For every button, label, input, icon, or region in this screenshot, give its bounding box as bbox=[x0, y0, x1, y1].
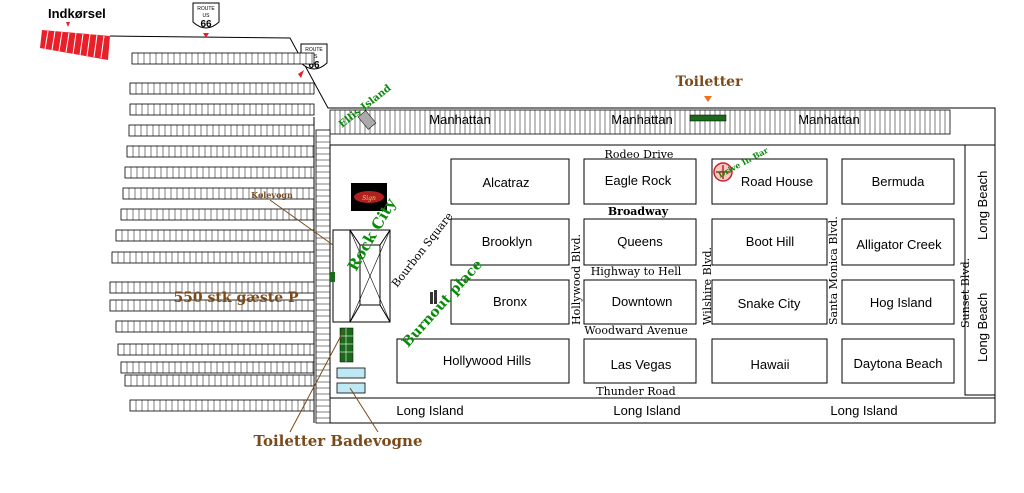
block-las-vegas-shape bbox=[583, 338, 697, 384]
street-broadway: Broadway bbox=[608, 205, 669, 218]
entrance-label: Indkørsel bbox=[48, 6, 106, 21]
street-long-island-3: Long Island bbox=[830, 403, 897, 418]
camp-blocks bbox=[396, 158, 955, 384]
block-las-vegas: Las Vegas bbox=[611, 357, 672, 372]
parking-row-14 bbox=[117, 343, 315, 356]
block-brooklyn-shape bbox=[450, 218, 570, 266]
street-long-beach-2: Long Beach bbox=[975, 293, 990, 362]
block-alcatraz: Alcatraz bbox=[483, 175, 530, 190]
parking-row-6 bbox=[124, 166, 315, 179]
svg-text:66: 66 bbox=[200, 19, 212, 30]
parking-row-9 bbox=[115, 229, 315, 242]
block-hollywood-hills: Hollywood Hills bbox=[443, 353, 532, 368]
street-thunder-road: Thunder Road bbox=[596, 385, 675, 398]
block-alligator-creek-shape bbox=[841, 218, 955, 266]
block-hollywood-hills-shape bbox=[396, 338, 570, 384]
svg-text:ROUTE: ROUTE bbox=[197, 6, 215, 12]
kolevogn-label: Kølevogn bbox=[251, 190, 293, 200]
block-hog-island: Hog Island bbox=[870, 295, 932, 310]
street-manhattan-3: Manhattan bbox=[798, 112, 859, 127]
block-daytona-beach: Daytona Beach bbox=[854, 356, 943, 371]
guest-parking-area bbox=[109, 52, 315, 412]
block-downtown-shape bbox=[583, 279, 697, 325]
toilets-showers-pointers bbox=[289, 329, 379, 433]
block-hawaii-shape bbox=[711, 338, 828, 384]
street-rodeo-drive: Rodeo Drive bbox=[605, 148, 674, 161]
street-woodward-avenue: Woodward Avenue bbox=[584, 324, 688, 337]
parking-row-4 bbox=[128, 124, 315, 137]
block-alcatraz-shape bbox=[450, 158, 570, 205]
toilets-top-label: Toiletter bbox=[676, 74, 744, 90]
block-eagle-rock: Eagle Rock bbox=[605, 173, 672, 188]
parking-row-1 bbox=[131, 52, 315, 65]
street-hollywood-blvd: Hollywood Blvd. bbox=[570, 234, 583, 325]
block-bronx-shape bbox=[450, 279, 570, 325]
toilets-top-arrow-icon bbox=[704, 96, 712, 102]
parking-row-5 bbox=[126, 145, 315, 158]
block-bermuda-shape bbox=[841, 158, 955, 205]
sign-logo-icon bbox=[354, 191, 384, 203]
block-queens-shape bbox=[583, 218, 697, 266]
ellis-island-marker bbox=[357, 110, 377, 130]
toilets-top-marker bbox=[689, 114, 727, 122]
parking-row-16 bbox=[124, 374, 315, 387]
manhattan-camping-strip bbox=[329, 109, 951, 135]
parking-row-10 bbox=[111, 251, 315, 264]
block-snake-city: Snake City bbox=[738, 296, 801, 311]
entrance-arrow-icon bbox=[66, 22, 70, 27]
block-boot-hill-shape bbox=[711, 218, 828, 266]
block-road-house-shape bbox=[711, 158, 828, 205]
street-manhattan-2: Manhattan bbox=[611, 112, 672, 127]
toilets-showers-label: Toiletter Badevogne bbox=[254, 432, 423, 450]
svg-text:ROUTE: ROUTE bbox=[305, 47, 323, 53]
block-brooklyn: Brooklyn bbox=[482, 234, 533, 249]
street-sunset-blvd: Sunset Blvd. bbox=[959, 258, 972, 328]
block-boot-hill: Boot Hill bbox=[746, 234, 795, 249]
parking-row-2 bbox=[129, 82, 315, 95]
block-hog-island-shape bbox=[841, 279, 955, 325]
bourbon-square-label: Bourbon Square bbox=[389, 210, 455, 290]
block-bermuda: Bermuda bbox=[872, 174, 926, 189]
street-santa-monica-blvd: Santa Monica Blvd. bbox=[827, 216, 840, 325]
parking-row-3 bbox=[129, 103, 315, 116]
block-bronx: Bronx bbox=[493, 294, 527, 309]
long-beach-strip bbox=[964, 144, 996, 396]
rock-city-stage bbox=[330, 229, 391, 323]
block-eagle-rock-shape bbox=[583, 158, 697, 205]
guest-parking-label: 550 stk gæste P bbox=[173, 290, 299, 306]
block-daytona-beach-shape bbox=[841, 338, 955, 384]
street-highway-to-hell: Highway to Hell bbox=[591, 265, 682, 278]
parking-row-13 bbox=[115, 320, 315, 333]
route66-sign-1: ROUTE US 66 bbox=[192, 2, 220, 38]
block-downtown: Downtown bbox=[612, 294, 673, 309]
block-queens: Queens bbox=[617, 234, 663, 249]
block-hawaii: Hawaii bbox=[750, 357, 789, 372]
toilets-bottom-markers bbox=[336, 327, 366, 394]
parking-row-7 bbox=[122, 187, 315, 200]
burnout-marker-icon bbox=[430, 290, 437, 304]
kolevogn-pointer bbox=[269, 199, 334, 246]
svg-text:66: 66 bbox=[308, 60, 320, 71]
street-long-island-1: Long Island bbox=[396, 403, 463, 418]
parking-row-15 bbox=[120, 361, 315, 374]
parking-row-8 bbox=[120, 208, 315, 221]
parking-row-17 bbox=[129, 399, 315, 412]
left-camping-strip bbox=[315, 129, 331, 424]
street-long-island-2: Long Island bbox=[613, 403, 680, 418]
sign-logo-text: Sign bbox=[362, 195, 376, 202]
entrance-area bbox=[40, 30, 110, 60]
block-snake-city-shape bbox=[711, 279, 828, 325]
street-long-beach-1: Long Beach bbox=[975, 171, 990, 240]
street-wilshire-blvd: Wilshire Blvd. bbox=[701, 247, 714, 325]
svg-text:US: US bbox=[203, 13, 211, 19]
street-manhattan-1: Manhattan bbox=[429, 112, 490, 127]
block-road-house: Road House bbox=[741, 174, 813, 189]
block-alligator-creek: Alligator Creek bbox=[856, 237, 942, 252]
